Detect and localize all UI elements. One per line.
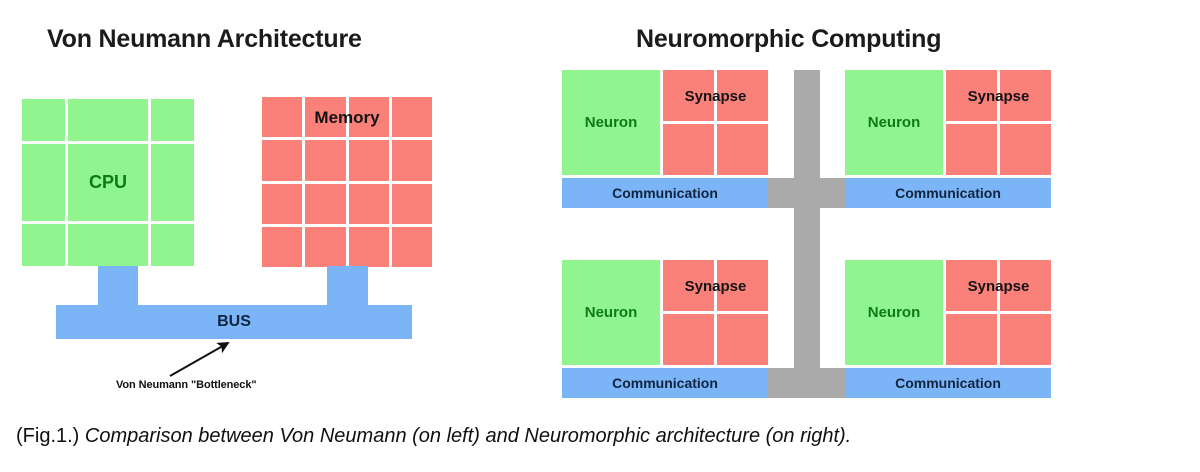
- memory-cell: [305, 226, 346, 267]
- core-top-section: Neuron Synapse: [845, 70, 1051, 175]
- memory-cell: [391, 97, 432, 138]
- core-top-section: Neuron Synapse: [845, 260, 1051, 365]
- neuron-block: Neuron: [845, 260, 943, 365]
- neuron-block: Neuron: [562, 70, 660, 175]
- synapse-cell: [946, 260, 997, 311]
- bottleneck-annotation-label: Von Neumann "Bottleneck": [116, 379, 257, 391]
- communication-bar: Communication: [845, 368, 1051, 398]
- memory-cell: [391, 140, 432, 181]
- memory-cell: [305, 97, 346, 138]
- communication-bar: Communication: [562, 178, 768, 208]
- synapse-cell: [663, 124, 714, 175]
- memory-cell: [348, 226, 389, 267]
- synapse-cell: [946, 124, 997, 175]
- neuromorphic-title: Neuromorphic Computing: [636, 25, 942, 53]
- memory-cell: [262, 226, 303, 267]
- neuromorphic-core: Neuron Synapse Communication: [845, 70, 1051, 208]
- interconnect-arm-bottom: [756, 368, 858, 398]
- bus-label: BUS: [217, 313, 251, 330]
- memory-cell: [348, 140, 389, 181]
- synapse-cell: [1000, 314, 1051, 365]
- synapse-cell: [717, 260, 768, 311]
- neuron-block: Neuron: [845, 70, 943, 175]
- interconnect-arm-top: [756, 178, 858, 208]
- neuromorphic-core: Neuron Synapse Communication: [562, 70, 768, 208]
- cpu-cell: [68, 144, 148, 221]
- memory-cell: [348, 183, 389, 224]
- cpu-cell: [151, 144, 194, 221]
- core-top-section: Neuron Synapse: [562, 70, 768, 175]
- cpu-cell: [22, 144, 65, 221]
- synapse-cell: [1000, 124, 1051, 175]
- interconnect-spine: [794, 70, 820, 395]
- cpu-block: [22, 99, 194, 266]
- figure-number: (Fig.1.): [16, 425, 80, 447]
- figure-caption: (Fig.1.) Comparison between Von Neumann …: [16, 425, 851, 448]
- synapse-grid: [663, 260, 768, 365]
- cpu-cell: [68, 99, 148, 141]
- memory-block: [262, 97, 432, 267]
- synapse-cell: [717, 124, 768, 175]
- memory-cell: [348, 97, 389, 138]
- memory-cell: [391, 226, 432, 267]
- synapse-cell: [1000, 70, 1051, 121]
- core-top-section: Neuron Synapse: [562, 260, 768, 365]
- cpu-cell: [22, 99, 65, 141]
- communication-bar: Communication: [562, 368, 768, 398]
- synapse-grid: [663, 70, 768, 175]
- neuromorphic-core: Neuron Synapse Communication: [845, 260, 1051, 398]
- synapse-cell: [717, 70, 768, 121]
- neuron-block: Neuron: [562, 260, 660, 365]
- communication-bar: Communication: [845, 178, 1051, 208]
- memory-cell: [262, 183, 303, 224]
- memory-bus-connector: [327, 266, 368, 306]
- synapse-grid: [946, 260, 1051, 365]
- von-neumann-title: Von Neumann Architecture: [47, 25, 362, 53]
- cpu-cell: [151, 99, 194, 141]
- neuromorphic-core: Neuron Synapse Communication: [562, 260, 768, 398]
- cpu-cell: [68, 224, 148, 266]
- synapse-cell: [946, 70, 997, 121]
- synapse-cell: [1000, 260, 1051, 311]
- figure-caption-text: Comparison between Von Neumann (on left)…: [84, 425, 852, 447]
- memory-cell: [305, 140, 346, 181]
- memory-cell: [262, 140, 303, 181]
- memory-cell: [262, 97, 303, 138]
- system-bus: [56, 305, 412, 339]
- memory-cell: [305, 183, 346, 224]
- cpu-bus-connector: [98, 266, 138, 306]
- memory-cell: [391, 183, 432, 224]
- synapse-cell: [946, 314, 997, 365]
- arrow-up-right-icon: [169, 342, 230, 377]
- synapse-cell: [663, 314, 714, 365]
- synapse-cell: [717, 314, 768, 365]
- cpu-cell: [22, 224, 65, 266]
- synapse-grid: [946, 70, 1051, 175]
- synapse-cell: [663, 70, 714, 121]
- synapse-cell: [663, 260, 714, 311]
- cpu-cell: [151, 224, 194, 266]
